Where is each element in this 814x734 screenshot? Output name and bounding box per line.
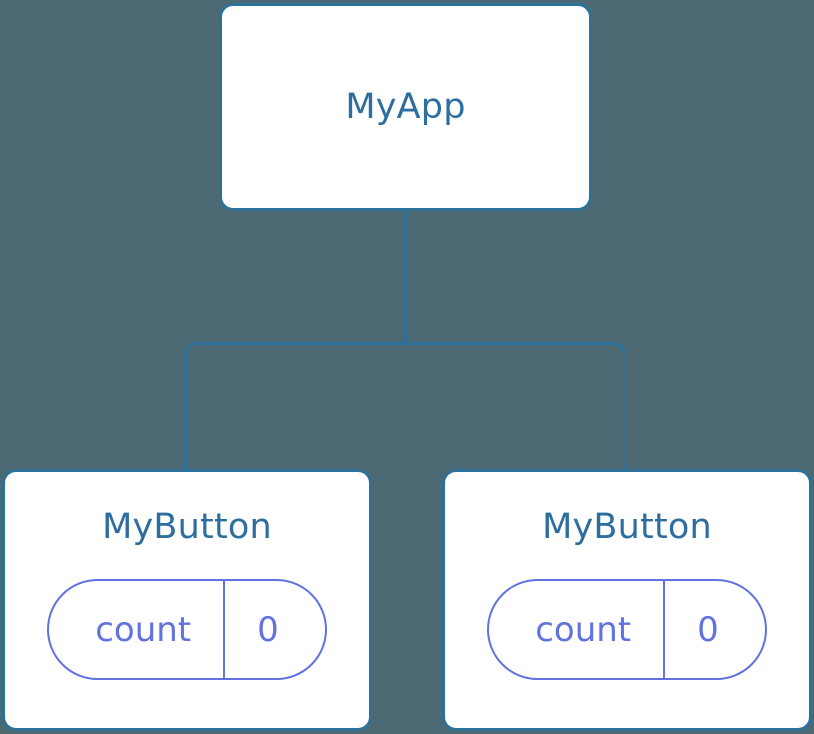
component-node-root[interactable]: MyApp [219, 3, 592, 211]
state-pill[interactable]: count 0 [47, 579, 327, 680]
component-node-child-1[interactable]: MyButton count 0 [2, 469, 372, 731]
state-key: count [95, 609, 192, 650]
state-value: 0 [697, 609, 719, 650]
state-pill[interactable]: count 0 [487, 579, 767, 680]
state-divider [663, 581, 666, 678]
component-title: MyButton [542, 507, 712, 547]
component-title: MyButton [102, 507, 272, 547]
component-title: MyApp [345, 86, 466, 127]
connector-branch-right [405, 342, 626, 469]
component-node-child-2[interactable]: MyButton count 0 [442, 469, 812, 731]
state-value: 0 [257, 609, 279, 650]
state-divider [223, 581, 226, 678]
state-key: count [535, 609, 632, 650]
connector-branch-left [184, 342, 406, 469]
